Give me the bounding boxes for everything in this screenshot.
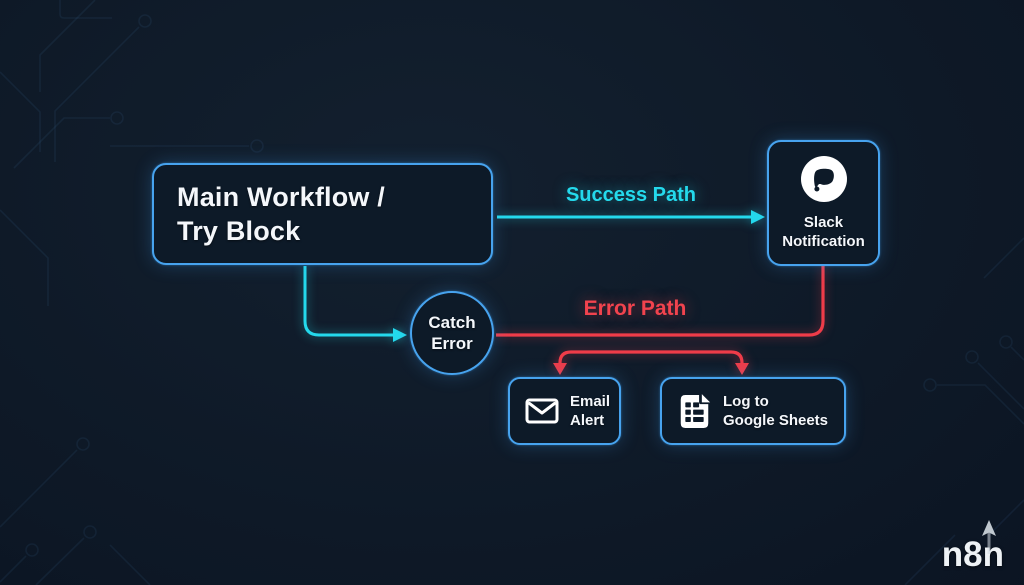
slack-notification-node: Slack Notification (767, 140, 880, 266)
try-arrowhead-icon (393, 328, 407, 342)
slack-notification-label: Slack Notification (782, 213, 865, 250)
error-fanout-edge (558, 350, 744, 364)
fanout-arrowhead-sheets-icon (735, 363, 749, 375)
main-workflow-label: Main Workflow / Try Block (177, 182, 386, 246)
catch-error-node: Catch Error (410, 291, 494, 375)
error-edge (496, 266, 825, 337)
main-workflow-node: Main Workflow / Try Block (152, 163, 493, 265)
n8n-logo: n8n (941, 520, 1004, 575)
n8n-logo-text: n8n (941, 535, 1004, 574)
try-to-catch-edge (303, 266, 394, 337)
spreadsheet-icon (680, 393, 711, 428)
arrow-up-icon (982, 520, 996, 554)
success-path-label: Success Path (565, 184, 697, 206)
error-path-label: Error Path (583, 297, 687, 320)
email-alert-label: Email Alert (570, 393, 611, 429)
google-sheets-node: Log to Google Sheets (660, 377, 846, 445)
slack-icon (800, 155, 847, 202)
success-arrowhead-icon (751, 210, 765, 224)
email-alert-node: Email Alert (508, 377, 621, 445)
fanout-arrowhead-email-icon (553, 363, 567, 375)
envelope-icon (525, 398, 559, 424)
google-sheets-label: Log to Google Sheets (723, 393, 829, 429)
catch-error-label: Catch Error (428, 313, 476, 353)
